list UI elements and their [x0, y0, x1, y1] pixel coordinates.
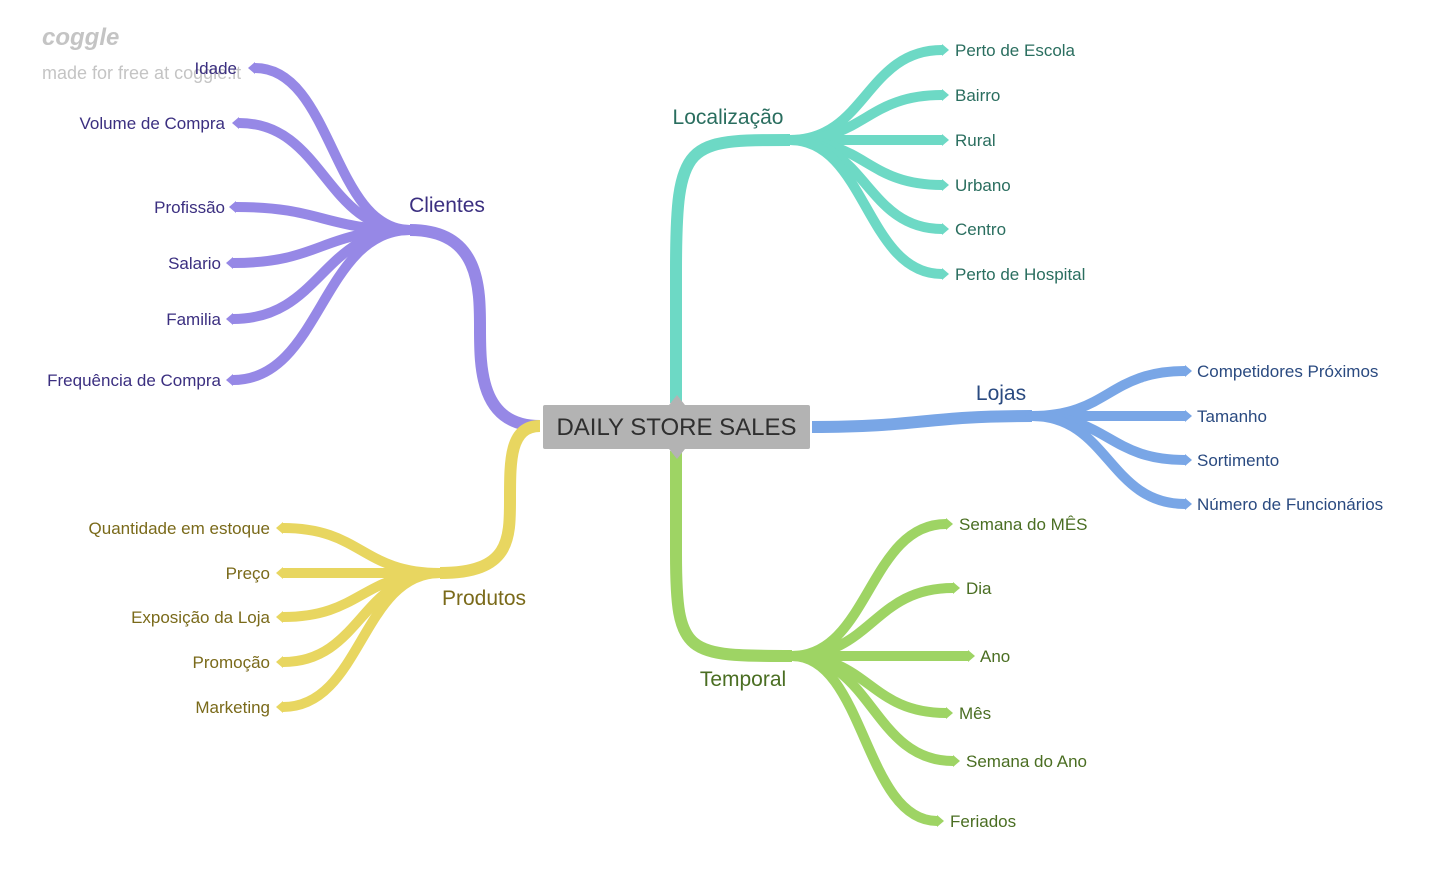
leaf-feriados[interactable]: Feriados: [950, 812, 1016, 831]
leaf-semana-do-mes[interactable]: Semana do MÊS: [959, 515, 1088, 534]
produtos-hub-cap: [440, 567, 447, 579]
lojas-leaf-cap-competidores-proximos: [1185, 365, 1192, 377]
root-node-top-notch: [669, 395, 685, 405]
clientes-leaf-edge-frequencia-de-compra: [232, 225, 411, 385]
leaf-marketing[interactable]: Marketing: [195, 698, 270, 717]
root-node-label: DAILY STORE SALES: [556, 414, 796, 441]
clientes-branch-label[interactable]: Clientes: [409, 194, 485, 217]
coggle-logo: coggle: [42, 24, 119, 51]
localizacao-leaf-cap-bairro: [942, 89, 949, 101]
clientes-leaf-cap-frequencia-de-compra: [226, 374, 233, 386]
leaf-profissao[interactable]: Profissão: [154, 198, 225, 217]
clientes-leaf-cap-salario: [226, 257, 233, 269]
lojas-leaf-edge-competidores-proximos: [1031, 366, 1186, 421]
leaf-urbano[interactable]: Urbano: [955, 176, 1011, 195]
clientes-hub-cap: [410, 224, 417, 236]
temporal-trunk: [670, 451, 793, 662]
leaf-quantidade-em-estoque[interactable]: Quantidade em estoque: [89, 519, 270, 538]
leaf-rural[interactable]: Rural: [955, 131, 996, 150]
leaf-volume-de-compra[interactable]: Volume de Compra: [79, 114, 225, 133]
lojas-leaf-edge-numero-de-funcionarios: [1031, 411, 1186, 509]
temporal-leaf-cap-mes: [946, 707, 953, 719]
temporal-leaf-edge-feriados: [791, 651, 938, 826]
root-node[interactable]: DAILY STORE SALES: [543, 395, 810, 459]
root-node-bottom-notch: [669, 449, 685, 459]
localizacao-leaf-edge-perto-de-hospital: [789, 135, 943, 279]
leaf-ano[interactable]: Ano: [980, 647, 1010, 666]
leaf-semana-do-ano[interactable]: Semana do Ano: [966, 752, 1087, 771]
lojas-branch-label[interactable]: Lojas: [976, 382, 1026, 405]
localizacao-leaf-cap-centro: [942, 223, 949, 235]
leaf-mes[interactable]: Mês: [959, 704, 991, 723]
temporal-leaf-cap-semana-do-ano: [953, 755, 960, 767]
produtos-leaf-cap-quantidade-em-estoque: [276, 522, 283, 534]
clientes-leaf-cap-profissao: [229, 201, 236, 213]
lojas-leaf-cap-numero-de-funcionarios: [1185, 498, 1192, 510]
temporal-leaf-cap-ano: [968, 650, 975, 662]
lojas-trunk: [811, 410, 1033, 433]
localizacao-trunk: [670, 134, 791, 403]
leaf-sortimento[interactable]: Sortimento: [1197, 451, 1279, 470]
temporal-branch-label[interactable]: Temporal: [700, 668, 786, 691]
clientes-leaf-cap-volume-de-compra: [232, 117, 239, 129]
leaf-idade[interactable]: Idade: [194, 59, 237, 78]
produtos-branch-label[interactable]: Produtos: [442, 587, 526, 610]
localizacao-hub-cap: [783, 134, 790, 146]
leaf-exposicao-da-loja[interactable]: Exposição da Loja: [131, 608, 270, 627]
leaf-tamanho[interactable]: Tamanho: [1197, 407, 1267, 426]
leaf-promocao[interactable]: Promoção: [193, 653, 270, 672]
leaf-salario[interactable]: Salario: [168, 254, 221, 273]
leaf-competidores-proximos[interactable]: Competidores Próximos: [1197, 362, 1378, 381]
localizacao-leaf-cap-urbano: [942, 179, 949, 191]
localizacao-leaf-cap-rural: [942, 134, 949, 146]
leaf-preco[interactable]: Preço: [226, 564, 270, 583]
localizacao-leaf-cap-perto-de-hospital: [942, 268, 949, 280]
leaf-dia[interactable]: Dia: [966, 579, 992, 598]
produtos-leaf-cap-exposicao-da-loja: [276, 611, 283, 623]
produtos-leaf-cap-promocao: [276, 656, 283, 668]
leaf-perto-de-hospital[interactable]: Perto de Hospital: [955, 265, 1085, 284]
produtos-leaf-cap-preco: [276, 567, 283, 579]
clientes-leaf-cap-idade: [248, 62, 255, 74]
lojas-leaf-cap-sortimento: [1185, 454, 1192, 466]
clientes-leaf-cap-familia: [226, 313, 233, 325]
leaf-perto-de-escola[interactable]: Perto de Escola: [955, 41, 1076, 60]
leaf-centro[interactable]: Centro: [955, 220, 1006, 239]
watermark-tagline: made for free at coggle.it: [42, 63, 241, 83]
leaf-frequencia-de-compra[interactable]: Frequência de Compra: [47, 371, 221, 390]
temporal-leaf-cap-semana-do-mes: [946, 518, 953, 530]
produtos-leaf-edge-quantidade-em-estoque: [282, 523, 441, 578]
produtos-leaf-cap-marketing: [276, 701, 283, 713]
leaf-numero-de-funcionarios[interactable]: Número de Funcionários: [1197, 495, 1383, 514]
produtos-trunk: [439, 420, 541, 579]
temporal-leaf-cap-feriados: [937, 815, 944, 827]
clientes-trunk: [409, 224, 541, 432]
temporal-hub-cap: [785, 650, 792, 662]
localizacao-branch-label[interactable]: Localização: [673, 106, 784, 129]
produtos-leaf-edge-marketing: [282, 568, 441, 712]
temporal-leaf-cap-dia: [953, 582, 960, 594]
lojas-leaf-cap-tamanho: [1185, 410, 1192, 422]
leaf-familia[interactable]: Familia: [166, 310, 221, 329]
localizacao-leaf-cap-perto-de-escola: [942, 44, 949, 56]
leaf-bairro[interactable]: Bairro: [955, 86, 1000, 105]
root-node-box[interactable]: [543, 405, 810, 449]
lojas-hub-cap: [1025, 410, 1032, 422]
mindmap-edges: [226, 44, 1192, 827]
